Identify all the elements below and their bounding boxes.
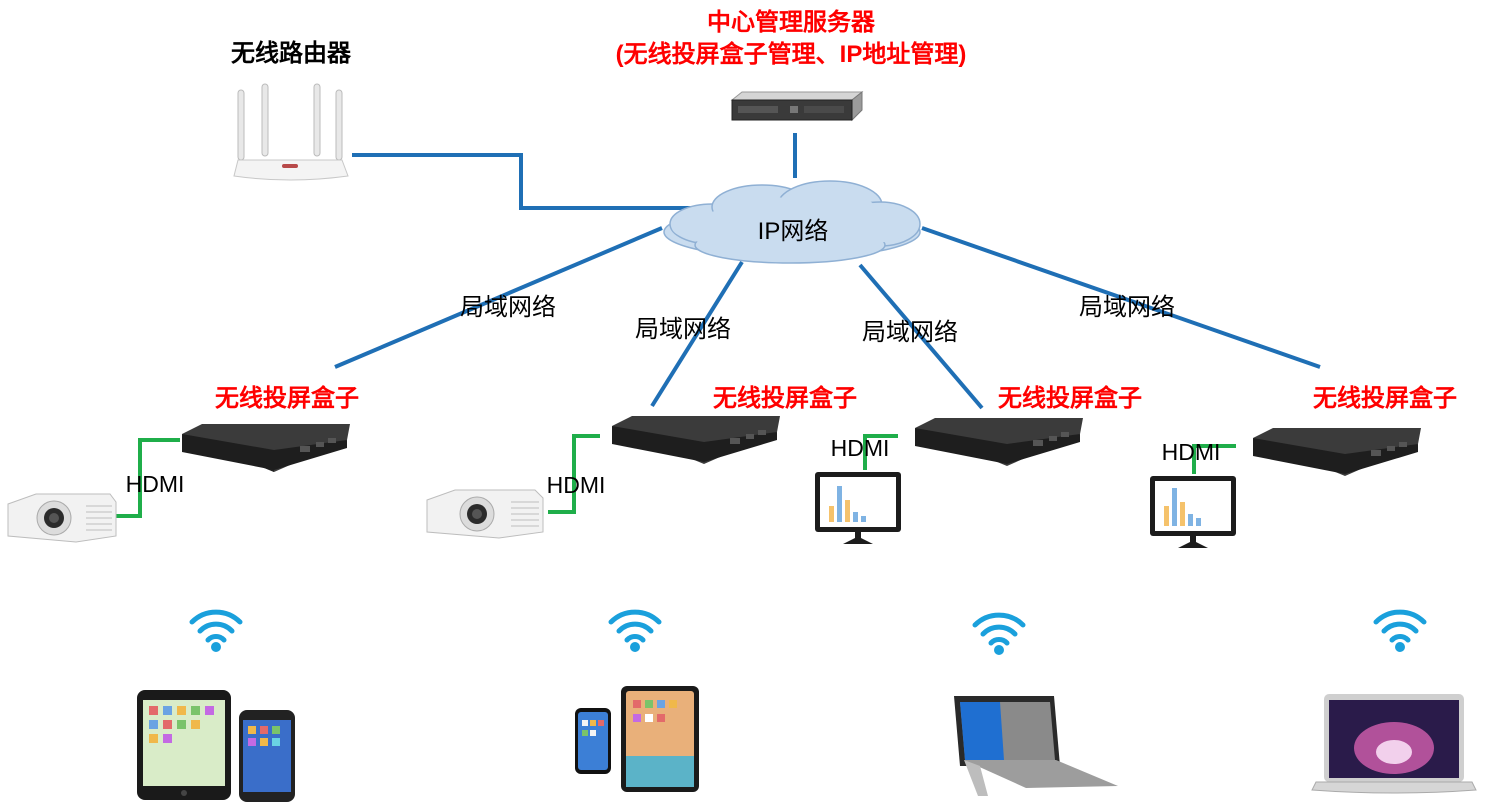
casting-box-3: 无线投屏盒子 (915, 384, 1142, 466)
hdmi-label-4: HDMI (1162, 439, 1221, 465)
hdmi-link-1 (116, 438, 180, 518)
wifi-icon (1373, 609, 1427, 652)
network-links (334, 133, 1321, 410)
central-server: 中心管理服务器 (无线投屏盒子管理、IP地址管理) (616, 8, 967, 122)
router-label: 无线路由器 (231, 39, 352, 67)
projector-icon (426, 489, 544, 539)
casting-box-label: 无线投屏盒子 (998, 384, 1142, 412)
laptop-icon (1311, 694, 1477, 794)
lan-label-1: 局域网络 (460, 294, 556, 321)
lan-link-4 (921, 226, 1321, 369)
casting-box-icon (182, 424, 350, 472)
hdmi-label-1: HDMI (126, 471, 185, 497)
lan-link-1 (334, 226, 663, 369)
lan-label-2: 局域网络 (635, 316, 731, 343)
casting-box-icon (915, 418, 1083, 466)
lan-link-2 (650, 260, 744, 408)
server-title: 中心管理服务器 (707, 8, 876, 36)
monitor-icon (1150, 476, 1236, 548)
casting-box-2: 无线投屏盒子 (612, 384, 857, 464)
hdmi-link-3 (863, 434, 898, 470)
cloud-label: IP网络 (758, 218, 829, 245)
tablet-icon (621, 686, 699, 792)
laptop-icon (954, 696, 1118, 796)
wireless-router-icon (233, 83, 349, 181)
lan-label-3: 局域网络 (862, 319, 958, 346)
casting-box-icon (1253, 428, 1421, 476)
hdmi-label-3: HDMI (831, 435, 890, 461)
wifi-icon (608, 609, 662, 652)
casting-box-1: 无线投屏盒子 (182, 384, 359, 472)
ip-network-cloud: IP网络 (663, 180, 921, 264)
wireless-router: 无线路由器 (231, 39, 352, 181)
hdmi-label-2: HDMI (547, 472, 606, 498)
phone-icon (575, 708, 611, 774)
casting-box-icon (612, 416, 780, 464)
hdmi-link-4 (1192, 444, 1236, 474)
casting-box-4: 无线投屏盒子 (1253, 384, 1457, 476)
casting-box-label: 无线投屏盒子 (1313, 384, 1457, 412)
server-subtitle: (无线投屏盒子管理、IP地址管理) (616, 40, 967, 68)
monitor-icon (815, 472, 901, 544)
hdmi-links (116, 434, 1236, 518)
casting-box-label: 无线投屏盒子 (713, 384, 857, 412)
rack-server-icon (730, 90, 864, 122)
wifi-icon (972, 612, 1026, 655)
lan-link-3 (858, 263, 984, 410)
phone-icon (239, 710, 295, 802)
lan-label-4: 局域网络 (1079, 294, 1175, 321)
casting-box-label: 无线投屏盒子 (215, 384, 359, 412)
tablet-icon (137, 690, 231, 800)
projector-icon (7, 493, 117, 543)
router-link (352, 153, 700, 210)
wifi-icon (189, 609, 243, 652)
hdmi-link-2 (548, 434, 600, 514)
